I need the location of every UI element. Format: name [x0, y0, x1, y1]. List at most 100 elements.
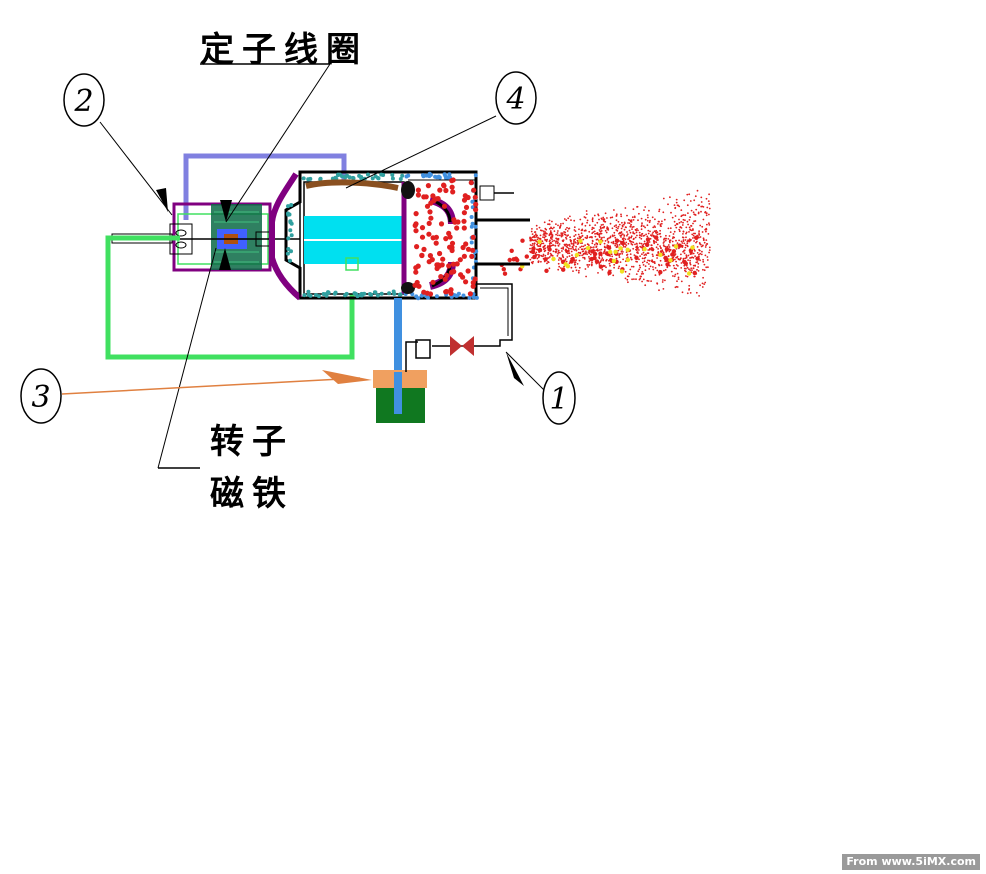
texture-dot	[427, 291, 434, 297]
texture-dot	[629, 231, 632, 234]
texture-dot	[628, 237, 631, 240]
texture-dot	[616, 244, 619, 247]
texture-dot	[689, 263, 692, 266]
texture-dot	[606, 244, 609, 247]
texture-dot	[592, 231, 595, 234]
texture-dot	[584, 229, 587, 232]
texture-dot	[636, 251, 639, 253]
texture-dot	[581, 254, 583, 257]
texture-dot	[538, 245, 540, 248]
texture-dot	[288, 228, 293, 233]
texture-dot	[618, 243, 621, 246]
texture-dot	[413, 269, 419, 275]
texture-dot	[557, 249, 560, 252]
texture-dot	[651, 253, 654, 256]
texture-dot	[647, 216, 649, 219]
texture-dot	[400, 173, 405, 178]
texture-dot	[569, 245, 571, 247]
drain-pipe	[394, 298, 402, 414]
texture-dot	[639, 245, 642, 248]
texture-dot	[437, 250, 443, 257]
texture-dot	[531, 233, 534, 236]
texture-dot	[645, 237, 651, 242]
watermark: From www.5iMX.com	[842, 854, 980, 870]
texture-dot	[680, 257, 682, 259]
texture-dot	[550, 237, 552, 240]
texture-dot	[695, 291, 698, 294]
texture-dot	[344, 291, 349, 296]
texture-dot	[557, 241, 559, 244]
texture-dot	[645, 233, 647, 236]
texture-dot	[642, 264, 645, 266]
texture-dot	[604, 249, 606, 251]
texture-dot	[534, 236, 536, 239]
texture-dot	[444, 272, 450, 278]
texture-dot	[544, 231, 547, 233]
texture-dot	[532, 254, 537, 260]
texture-dot	[664, 239, 667, 242]
texture-dot	[648, 268, 651, 270]
texture-dot	[618, 254, 620, 257]
texture-dot	[285, 251, 290, 256]
texture-dot	[438, 221, 445, 227]
texture-dot	[672, 275, 674, 277]
texture-dot	[672, 256, 675, 259]
texture-dot	[671, 240, 674, 243]
texture-dot	[632, 247, 635, 250]
texture-dot	[443, 187, 449, 194]
texture-dot	[286, 212, 291, 217]
texture-dot	[633, 278, 635, 280]
texture-dot	[705, 214, 708, 217]
texture-dot	[662, 211, 665, 214]
texture-dot	[333, 175, 338, 180]
texture-dot	[603, 220, 606, 223]
texture-dot	[655, 241, 658, 244]
texture-dot	[632, 208, 635, 211]
texture-dot	[416, 296, 421, 301]
texture-dot	[656, 233, 659, 236]
texture-dot	[664, 269, 667, 271]
texture-dot	[602, 223, 604, 226]
texture-dot	[535, 251, 538, 254]
texture-dot	[582, 238, 585, 241]
texture-dot	[693, 199, 696, 202]
texture-dot	[690, 256, 693, 259]
control-valve	[450, 336, 474, 356]
texture-dot	[627, 222, 629, 224]
texture-dot	[704, 281, 707, 284]
texture-dot	[551, 240, 554, 243]
texture-dot	[406, 173, 411, 178]
texture-dot	[613, 249, 618, 254]
texture-dot	[682, 250, 684, 253]
texture-dot	[625, 257, 631, 263]
texture-dot	[578, 259, 581, 262]
texture-dot	[640, 233, 643, 236]
texture-dot	[658, 270, 663, 275]
texture-dot	[642, 243, 645, 246]
texture-dot	[664, 257, 669, 262]
texture-dot	[449, 184, 455, 190]
texture-dot	[654, 235, 659, 240]
texture-dot	[613, 209, 615, 211]
texture-dot	[591, 232, 594, 235]
texture-dot	[590, 264, 593, 267]
texture-dot	[594, 235, 597, 238]
texture-dot	[619, 269, 625, 274]
texture-dot	[470, 247, 476, 253]
texture-dot	[555, 237, 557, 240]
texture-dot	[656, 243, 659, 246]
texture-dot	[469, 240, 474, 245]
texture-dot	[670, 252, 675, 257]
texture-dot	[398, 177, 403, 181]
texture-dot	[626, 234, 628, 237]
texture-dot	[647, 232, 650, 235]
texture-dot	[447, 172, 452, 177]
texture-dot	[689, 229, 692, 231]
texture-dot	[314, 293, 318, 297]
texture-dot	[708, 213, 710, 216]
texture-dot	[563, 231, 565, 233]
texture-dot	[658, 220, 660, 223]
texture-dot	[595, 249, 598, 252]
texture-dot	[705, 239, 708, 242]
texture-dot	[507, 257, 512, 263]
